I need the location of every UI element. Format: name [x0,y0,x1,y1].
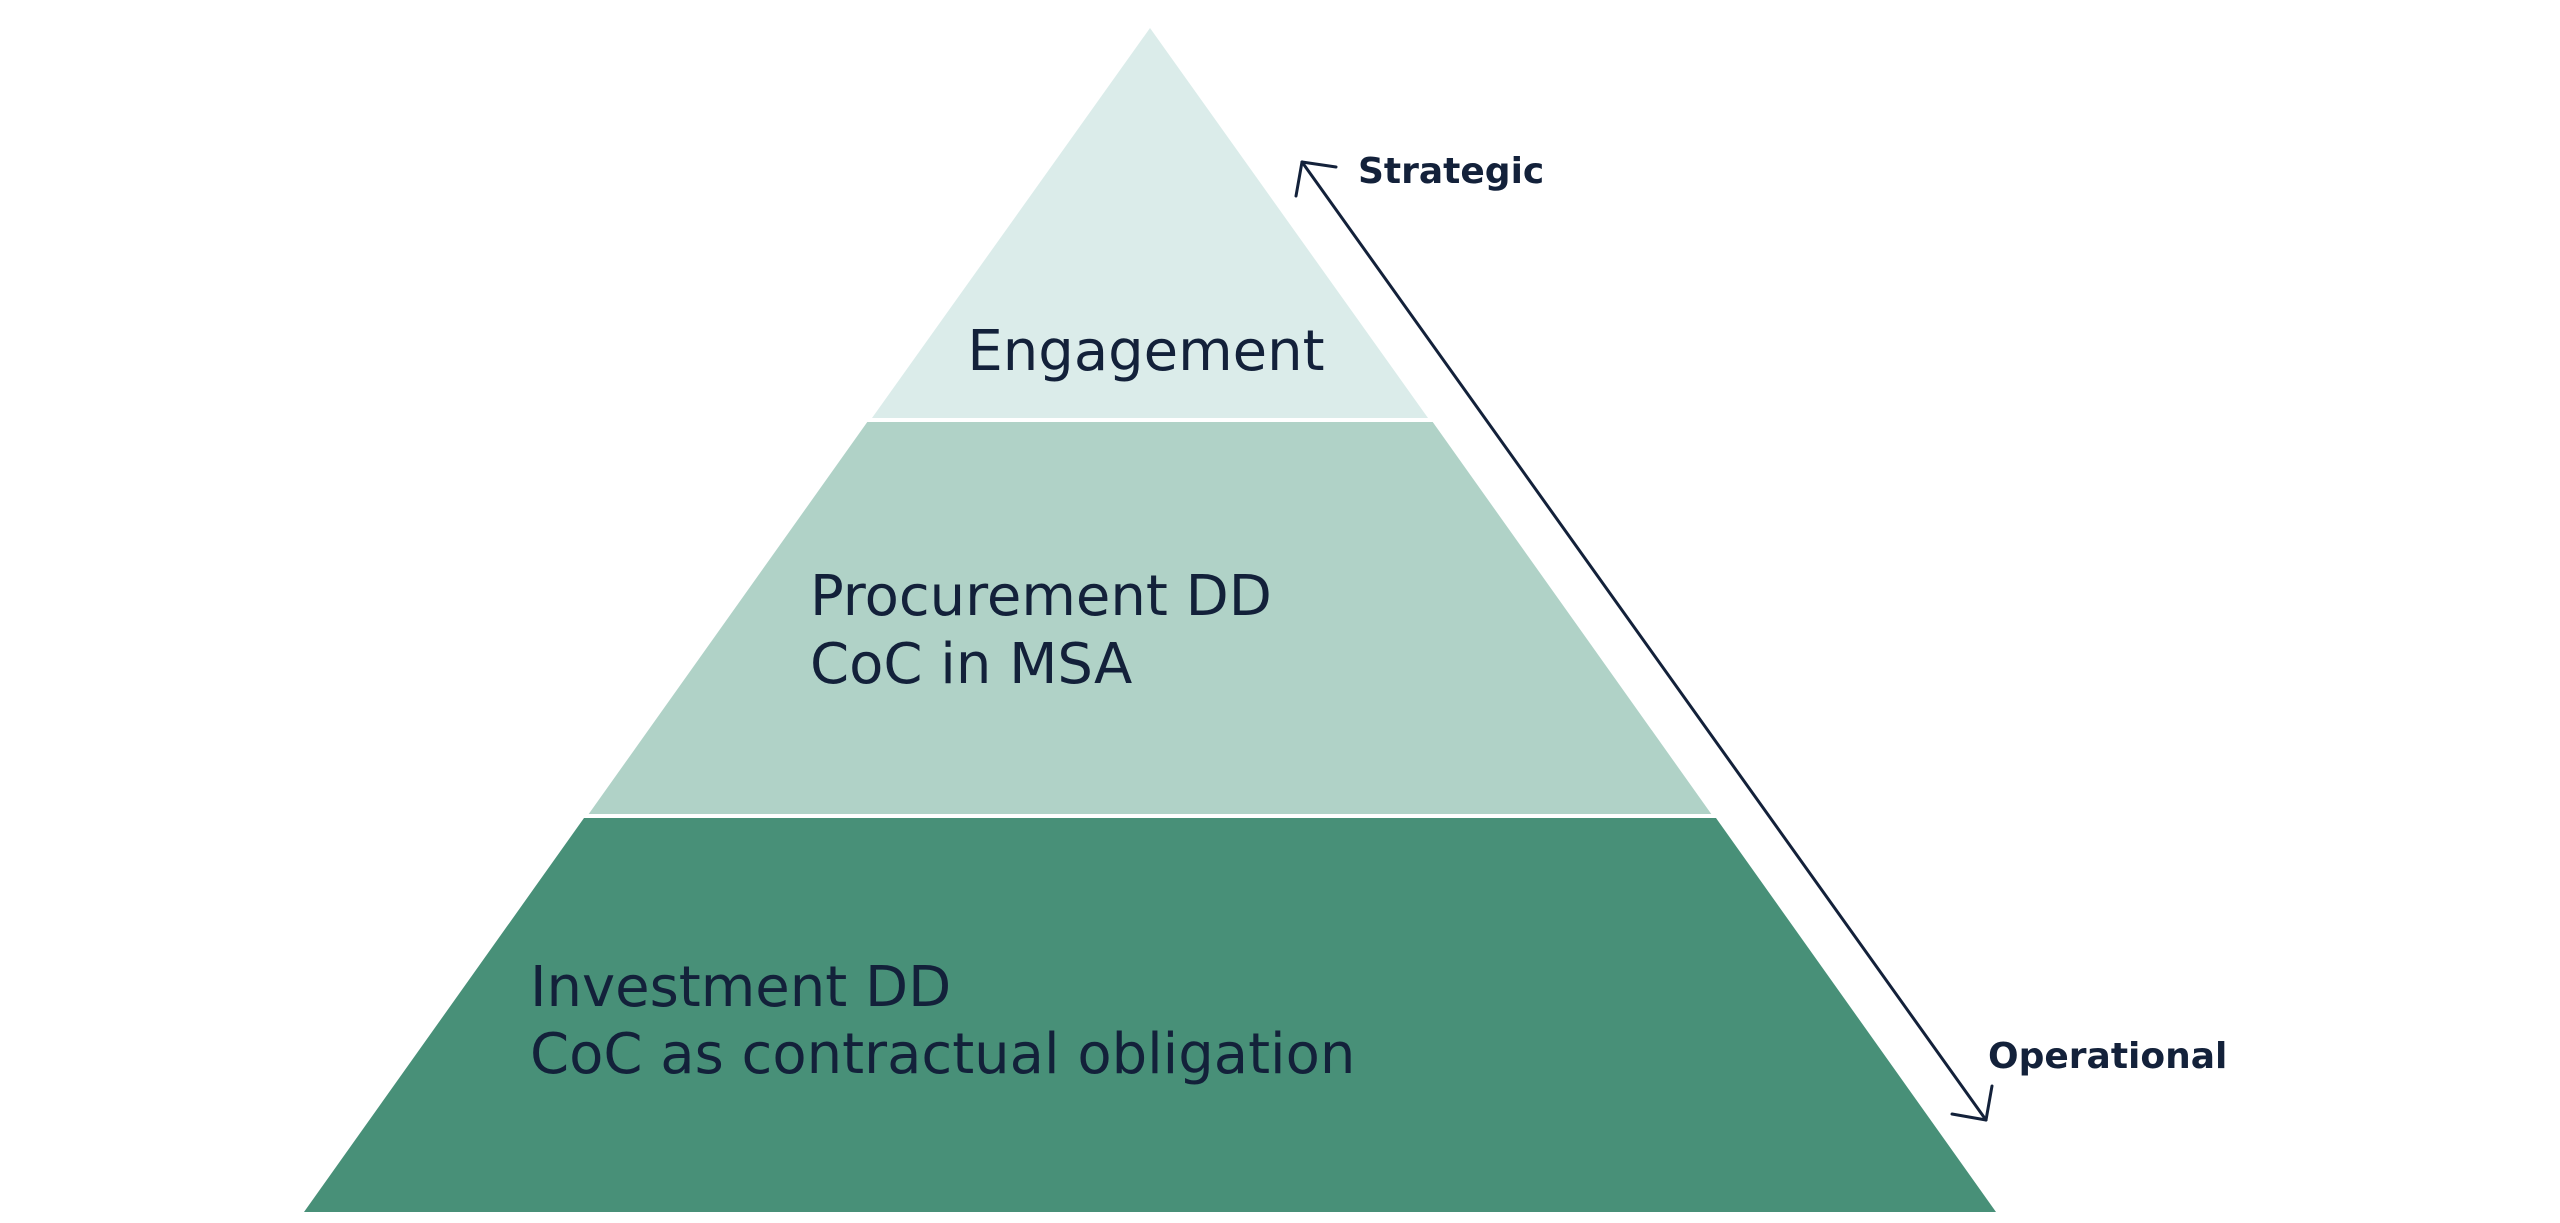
tier-label-engagement: Engagement [967,319,1324,384]
tier-label-investment-line1: Investment DD [530,955,951,1020]
arrow-shaft [1300,160,1988,1122]
tier-label-investment-line2: CoC as contractual obligation [530,1022,1355,1087]
tier-label-procurement-line1: Procurement DD [810,564,1272,629]
tier-label-procurement-line2: CoC in MSA [810,632,1132,697]
arrow-head-bottom-icon [1950,1084,1994,1122]
arrow-head-top-icon [1294,160,1338,198]
strategic-operational-arrow [1294,160,1994,1122]
axis-label-strategic: Strategic [1358,151,1544,192]
pyramid-tier-procurement [588,421,1712,815]
axis-label-operational: Operational [1988,1036,2227,1077]
pyramid-tier-investment [304,818,1996,1212]
pyramid-tier-engagement [872,28,1428,418]
